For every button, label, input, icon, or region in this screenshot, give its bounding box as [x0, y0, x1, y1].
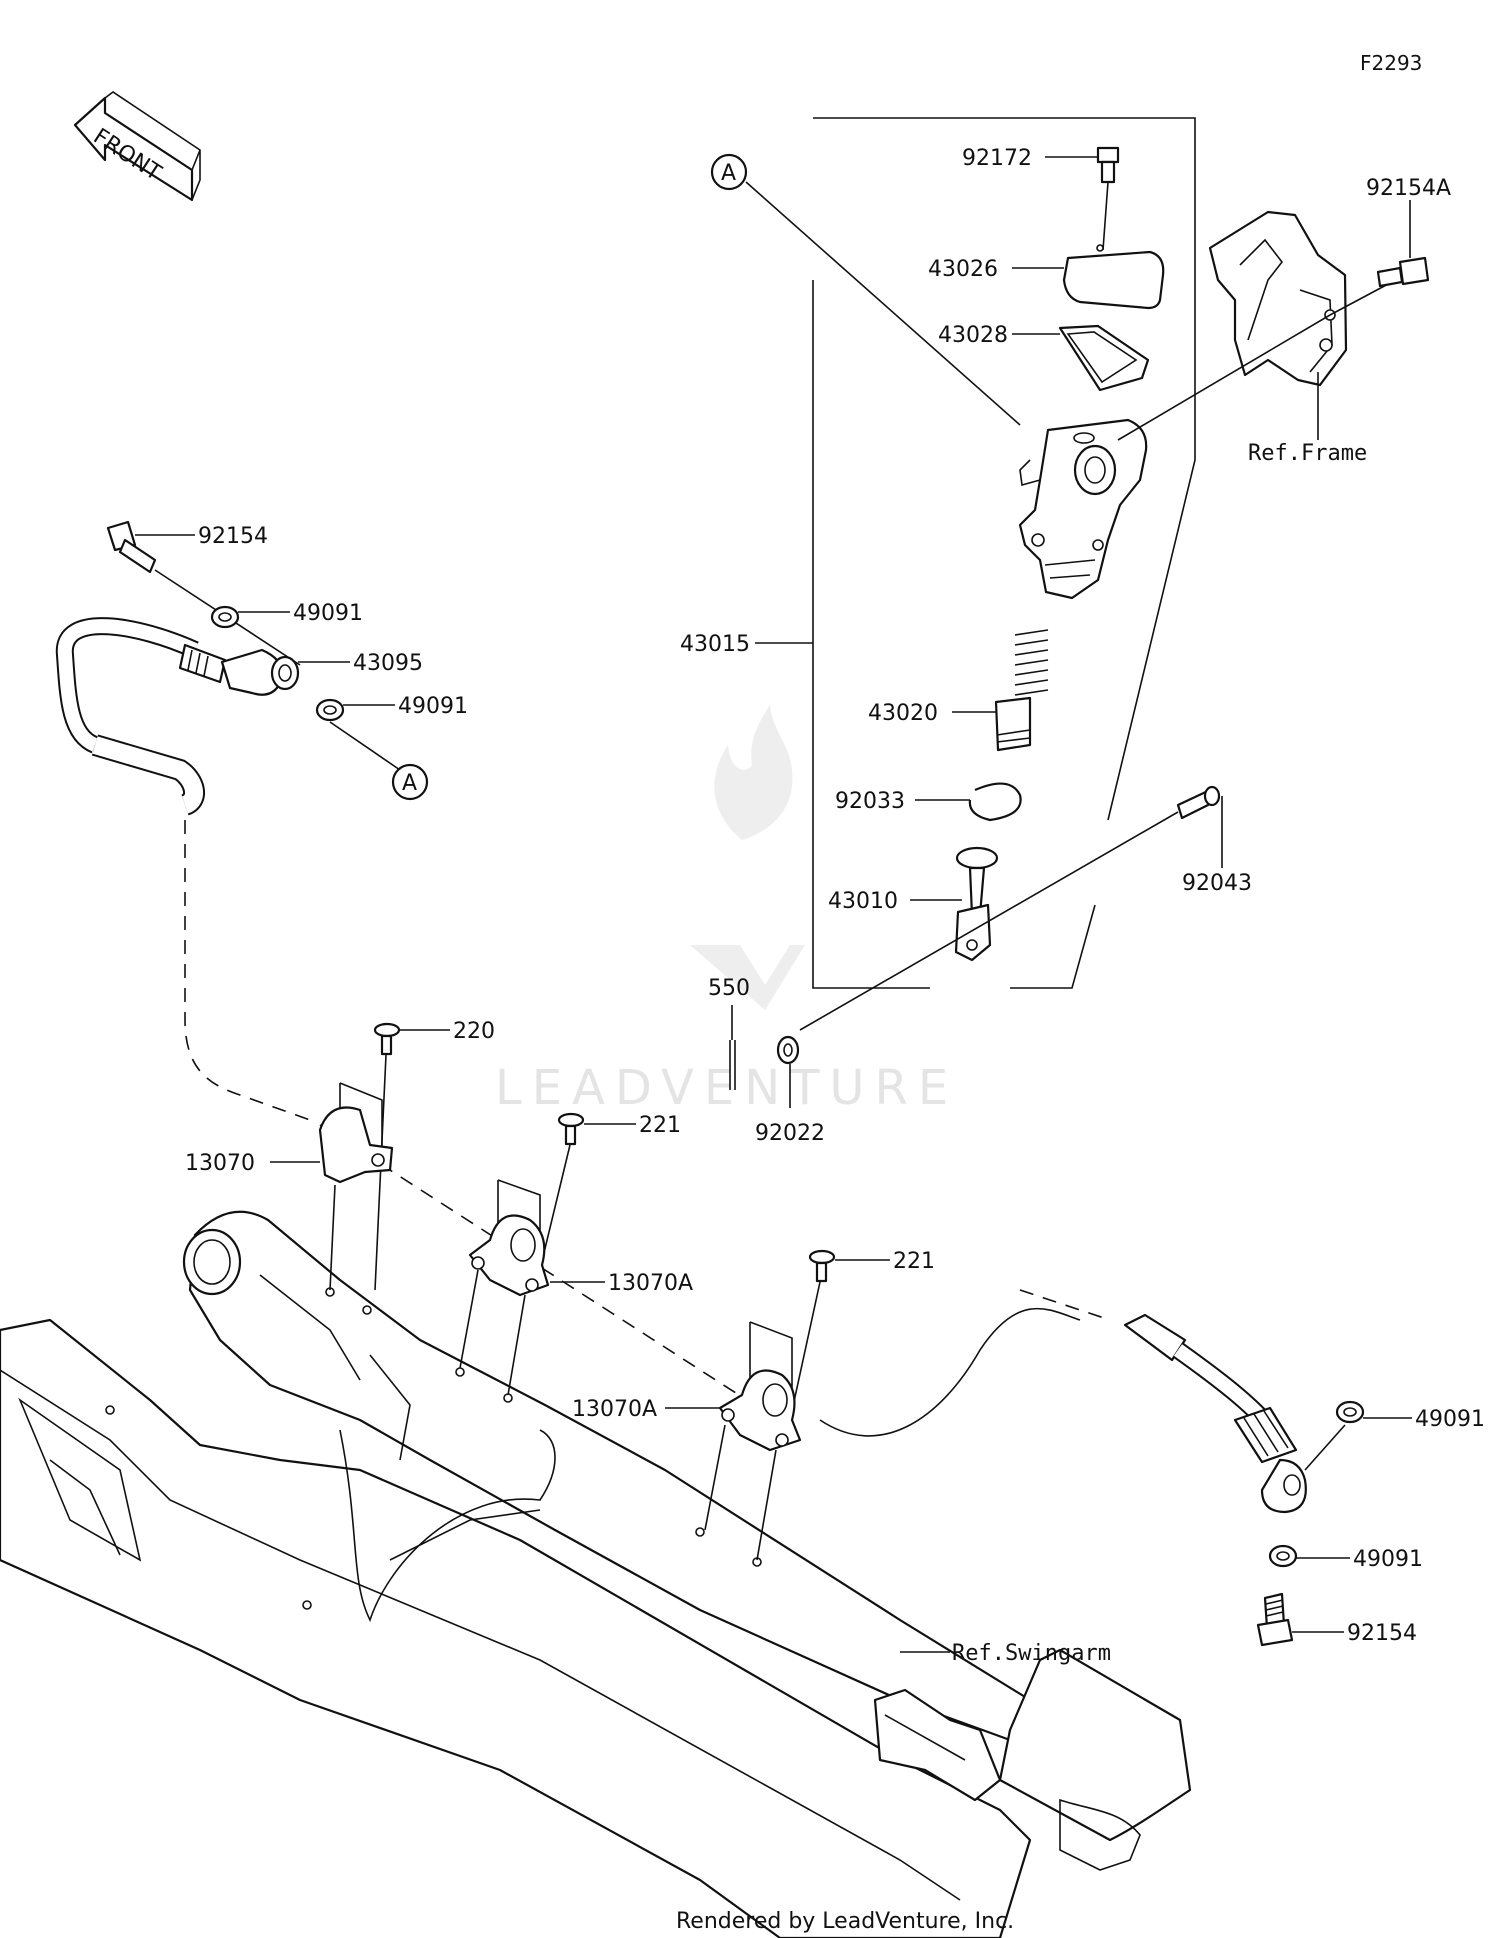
brake-hose-lower: [1123, 1313, 1307, 1514]
footer-credit: Rendered by LeadVenture, Inc.: [676, 1909, 1014, 1934]
ref-frame-label: Ref.Frame: [1248, 441, 1367, 466]
label-49091-d: 49091: [1353, 1547, 1423, 1572]
swingarm: [0, 1210, 1192, 1938]
screw-221-b: [808, 1249, 836, 1283]
label-92154-bottom: 92154: [1347, 1621, 1417, 1646]
brake-hose-43095: [55, 617, 300, 816]
label-92172: 92172: [962, 146, 1032, 171]
label-92033: 92033: [835, 789, 905, 814]
label-92154-top: 92154: [198, 524, 268, 549]
ref-swingarm-label: Ref.Swingarm: [952, 1641, 1111, 1666]
callout-a-top-letter: A: [721, 161, 736, 186]
banjo-bolt-92154-bottom: [1256, 1592, 1294, 1647]
push-rod-43010: [954, 846, 999, 962]
diaphragm-43028: [1058, 324, 1150, 392]
label-221-b: 221: [893, 1249, 935, 1274]
label-43095: 43095: [353, 651, 423, 676]
pin-92043: [1176, 785, 1221, 820]
assembly-bracket: [813, 117, 1196, 821]
label-13070: 13070: [185, 1151, 255, 1176]
label-220: 220: [453, 1019, 495, 1044]
cotter-pin-550: [729, 1040, 736, 1090]
label-43020: 43020: [868, 701, 938, 726]
label-49091-a: 49091: [293, 601, 363, 626]
label-43028: 43028: [938, 323, 1008, 348]
label-221-a: 221: [639, 1113, 681, 1138]
banjo-bolt-92154-top: [106, 520, 157, 574]
label-13070A-b: 13070A: [572, 1397, 657, 1422]
label-43010: 43010: [828, 889, 898, 914]
callout-a-left: [391, 763, 429, 801]
label-49091-b: 49091: [398, 694, 468, 719]
label-550: 550: [708, 976, 750, 1001]
hose-clamp-13070A-b: [718, 1369, 802, 1452]
label-43026: 43026: [928, 257, 998, 282]
screw-220: [373, 1022, 401, 1056]
bolt-92154A: [1376, 256, 1430, 288]
hose-route-dashed: [184, 820, 311, 1121]
screw-221-a: [557, 1112, 585, 1146]
circlip-92033: [968, 782, 1022, 822]
label-49091-c: 49091: [1415, 1407, 1485, 1432]
label-92043: 92043: [1182, 871, 1252, 896]
hose-clamp-13070A-a: [468, 1214, 550, 1297]
label-43015: 43015: [680, 632, 750, 657]
master-cylinder-body: [1018, 418, 1148, 600]
front-arrow-icon: FRONT: [73, 91, 201, 202]
callout-a-top: [710, 153, 748, 191]
frame-bracket: [1208, 210, 1348, 387]
bolt-92172: [1096, 146, 1120, 184]
reservoir-cap-43026: [1062, 250, 1165, 310]
watermark-logo: [690, 705, 805, 1010]
watermark-text: LEADVENTURE: [495, 1060, 958, 1116]
piston-spring-43020: [994, 629, 1049, 752]
label-92154A: 92154A: [1366, 176, 1451, 201]
hose-clamp-13070: [318, 1106, 394, 1184]
label-13070A-a: 13070A: [608, 1271, 693, 1296]
label-92022: 92022: [755, 1121, 825, 1146]
callout-a-left-letter: A: [402, 771, 417, 796]
figure-code: F2293: [1360, 51, 1422, 75]
